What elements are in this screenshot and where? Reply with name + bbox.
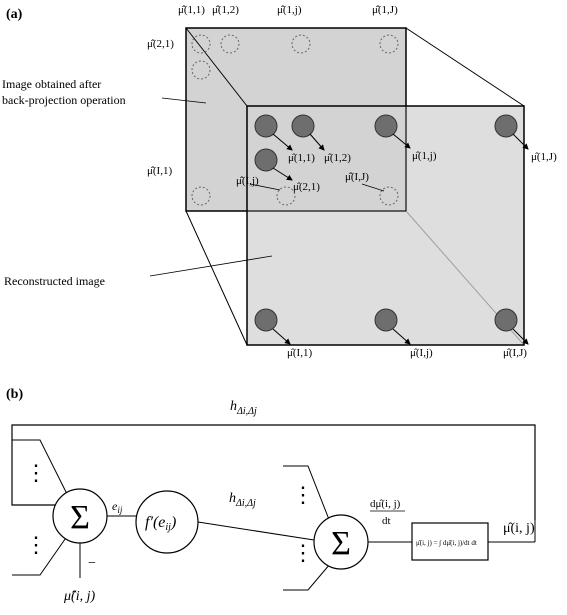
front-label-1-2: μ̂(1,2) xyxy=(324,152,351,164)
back-label-1-1: μ̂̂(1,1) xyxy=(178,4,205,16)
front-pixel-2-1 xyxy=(254,148,278,172)
activation-label: f′(eij) xyxy=(145,514,176,533)
back-pixel-2-1 xyxy=(191,60,211,80)
front-plane-pixels xyxy=(254,114,518,332)
front-label-I-1: μ̂(I,1) xyxy=(287,347,312,359)
derivative-numerator: dμ̂(i, j) xyxy=(370,498,401,510)
integrator-equation: μ̂(i, j) = ∫ dμ̂(i, j)/dt dt xyxy=(416,539,477,547)
back-pixel-I-J xyxy=(379,186,399,206)
reconstructed-caption: Reconstructed image xyxy=(4,274,105,288)
integrator-block xyxy=(411,522,489,561)
front-label-1-j: μ̂(1,j) xyxy=(412,150,437,162)
back-label-1-2: μ̂̂(1,2) xyxy=(212,4,239,16)
left-input-dots-bottom: ⋮ xyxy=(25,532,47,557)
front-label-2-1: μ̂(2,1) xyxy=(293,181,320,193)
back-label-2-1: μ̂̂(2,1) xyxy=(147,38,174,50)
weight-label: hΔi,Δj xyxy=(229,491,256,509)
right-input-dots-top: ⋮ xyxy=(292,482,314,507)
back-label-leaders xyxy=(249,183,385,192)
front-pixel-1-J xyxy=(494,114,518,138)
front-pixel-I-1 xyxy=(254,308,278,332)
panel-b-label: (b) xyxy=(6,387,23,402)
reconstructed-caption-leader xyxy=(149,255,273,277)
front-pixel-1-j xyxy=(374,114,398,138)
output-label: μ̂(i, j) xyxy=(503,521,535,536)
back-caption-leader xyxy=(161,97,207,104)
cube-edge-top-left xyxy=(185,27,248,107)
error-summation-symbol: Σ xyxy=(70,499,90,536)
back-label-I-J: μ̂̂(I,J) xyxy=(345,171,369,183)
reference-input-label: μ̂̂(i, j) xyxy=(63,589,95,604)
front-pixel-I-J xyxy=(494,308,518,332)
back-pixel-I-j xyxy=(276,186,296,206)
panel-a-label: (a) xyxy=(6,7,23,22)
right-input-dots-bottom: ⋮ xyxy=(292,540,314,565)
back-projection-caption-line1: Image obtained after xyxy=(2,77,101,91)
reconstructed-plane xyxy=(246,105,525,346)
feedback-weight-label: hΔi,Δj xyxy=(230,399,257,417)
front-label-I-j: μ̂(I,j) xyxy=(410,347,433,359)
front-label-1-1: μ̂(1,1) xyxy=(288,152,315,164)
update-summation-symbol: Σ xyxy=(331,525,351,562)
minus-sign: − xyxy=(88,556,96,571)
back-pixel-1-2 xyxy=(220,34,240,54)
back-pixel-1-J xyxy=(379,34,399,54)
back-label-I-1: μ̂̂(I,1) xyxy=(147,165,172,177)
front-label-arrows xyxy=(272,133,529,345)
front-pixel-1-1 xyxy=(254,114,278,138)
left-input-lines xyxy=(12,439,71,576)
back-pixel-I-1 xyxy=(191,186,211,206)
front-label-1-J: μ̂(1,J) xyxy=(531,151,557,163)
left-input-dots-top: ⋮ xyxy=(25,460,47,485)
error-label: eij xyxy=(112,499,123,515)
feedback-loop-wire xyxy=(11,424,536,520)
back-pixel-1-1 xyxy=(191,34,211,54)
front-pixel-1-2 xyxy=(291,114,315,138)
cube-edge-bottom-left xyxy=(185,210,248,346)
front-pixel-I-j xyxy=(374,308,398,332)
back-label-1-j: μ̂̂(1,j) xyxy=(277,4,302,16)
right-input-lines xyxy=(283,465,331,591)
back-plane-pixels xyxy=(191,34,399,206)
weight-wire xyxy=(197,521,315,541)
back-label-I-j: μ̂̂(I,j) xyxy=(236,175,259,187)
cube-edge-top-right xyxy=(405,27,525,107)
front-label-I-J: μ̂(I,J) xyxy=(503,347,527,359)
back-label-1-J: μ̂̂(1,J) xyxy=(372,4,398,16)
back-projection-caption-line2: back-projection operation xyxy=(2,93,126,107)
back-pixel-1-j xyxy=(291,34,311,54)
derivative-denominator: dt xyxy=(382,515,391,527)
